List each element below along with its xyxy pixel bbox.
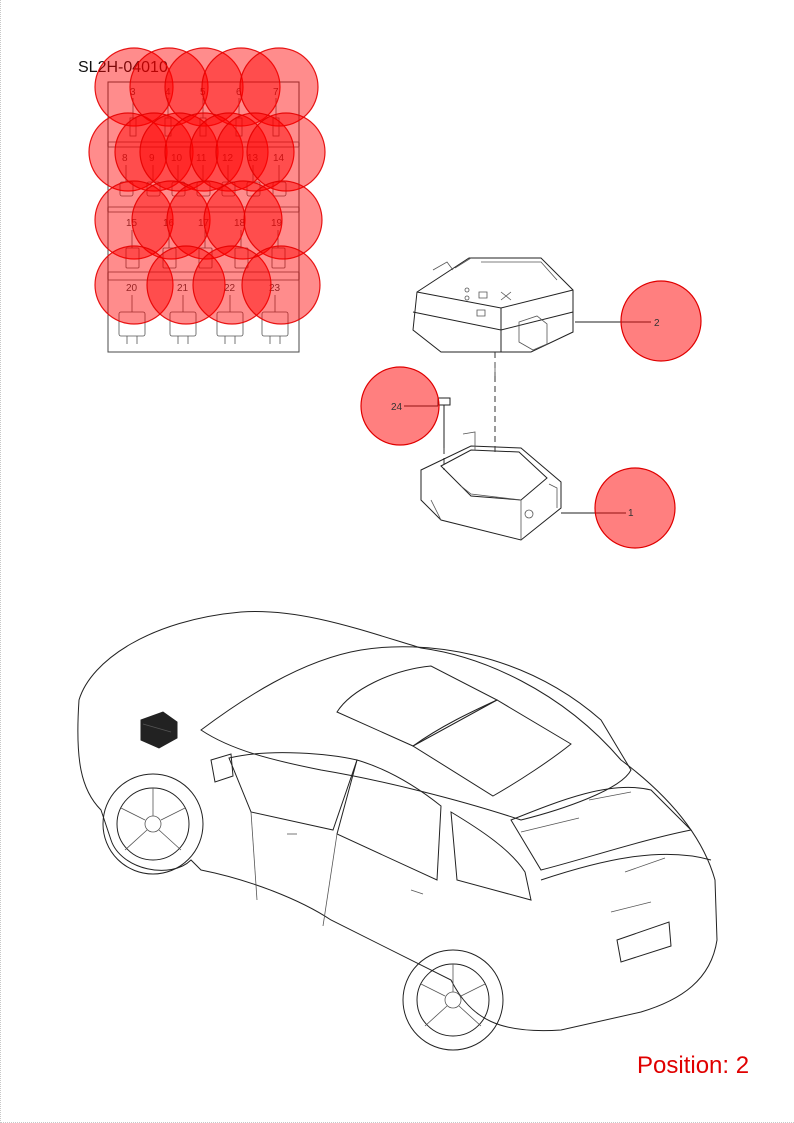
callout-cover-circle[interactable]: [620, 280, 702, 362]
slot-label-5: 5: [200, 87, 206, 98]
relay-hotspots: [88, 47, 326, 325]
relay-row-1-frame: [107, 81, 300, 143]
slot-label-9: 9: [149, 153, 155, 164]
hotspot-slot-7[interactable]: [239, 47, 319, 127]
relay-row-4-frame: [107, 279, 300, 353]
relay-panel: 3 4 5 6 7 8 9 10 11 12 13 14: [88, 47, 326, 353]
hotspot-slot-6[interactable]: [201, 47, 281, 127]
slot-label-22: 22: [224, 283, 236, 294]
fuse-box-base: [420, 376, 562, 541]
hotspot-slot-14[interactable]: [246, 112, 326, 192]
hotspot-slot-23[interactable]: [241, 245, 321, 325]
slot-label-14: 14: [273, 153, 285, 164]
relay-row-3-frame: [107, 211, 300, 273]
hotspot-slot-20[interactable]: [94, 245, 174, 325]
slot-label-10: 10: [171, 153, 183, 164]
hotspot-slot-8[interactable]: [88, 112, 168, 192]
callout-base-circle[interactable]: [594, 467, 676, 549]
slot-label-16: 16: [163, 218, 175, 229]
hotspot-slot-16[interactable]: [131, 180, 211, 260]
hotspot-slot-4[interactable]: [129, 47, 209, 127]
slot-label-8: 8: [122, 153, 128, 164]
slot-label-4: 4: [165, 87, 171, 98]
slot-label-20: 20: [126, 283, 138, 294]
hotspot-slot-19[interactable]: [243, 180, 323, 260]
vehicle-drawing: [77, 611, 718, 1051]
hotspot-slot-17[interactable]: [166, 180, 246, 260]
diagram-code: SL2H-04010: [78, 59, 168, 76]
slot-label-7: 7: [273, 87, 279, 98]
hotspot-slot-3[interactable]: [94, 47, 174, 127]
position-label: Position: 2: [637, 1052, 750, 1079]
slot-label-6: 6: [236, 87, 242, 98]
hotspot-slot-12[interactable]: [189, 112, 269, 192]
fuse-box-cover: [412, 257, 574, 376]
hotspot-slot-5[interactable]: [164, 47, 244, 127]
hotspot-slot-15[interactable]: [94, 180, 174, 260]
hotspot-slot-13[interactable]: [215, 112, 295, 192]
callout-base-label: 1: [628, 508, 634, 519]
callout-cover-label: 2: [654, 318, 660, 329]
slot-label-3: 3: [130, 87, 136, 98]
hotspot-slot-21[interactable]: [146, 245, 226, 325]
slot-label-11: 11: [196, 153, 207, 164]
slot-label-18: 18: [234, 218, 246, 229]
hotspot-slot-11[interactable]: [164, 112, 244, 192]
callout-bolt-circle[interactable]: [360, 366, 440, 446]
slot-label-23: 23: [269, 283, 281, 294]
relay-row-2-frame: [107, 146, 300, 208]
slot-label-13: 13: [247, 153, 259, 164]
callout-bolt-label: 24: [391, 402, 403, 413]
hotspot-slot-22[interactable]: [192, 245, 272, 325]
hotspot-slot-10[interactable]: [139, 112, 219, 192]
hotspot-slot-9[interactable]: [114, 112, 194, 192]
slot-label-19: 19: [271, 218, 283, 229]
hotspot-slot-18[interactable]: [203, 180, 283, 260]
relay-row-4: 20 21 22 23: [118, 283, 289, 344]
slot-label-12: 12: [222, 153, 234, 164]
slot-label-21: 21: [177, 283, 189, 294]
